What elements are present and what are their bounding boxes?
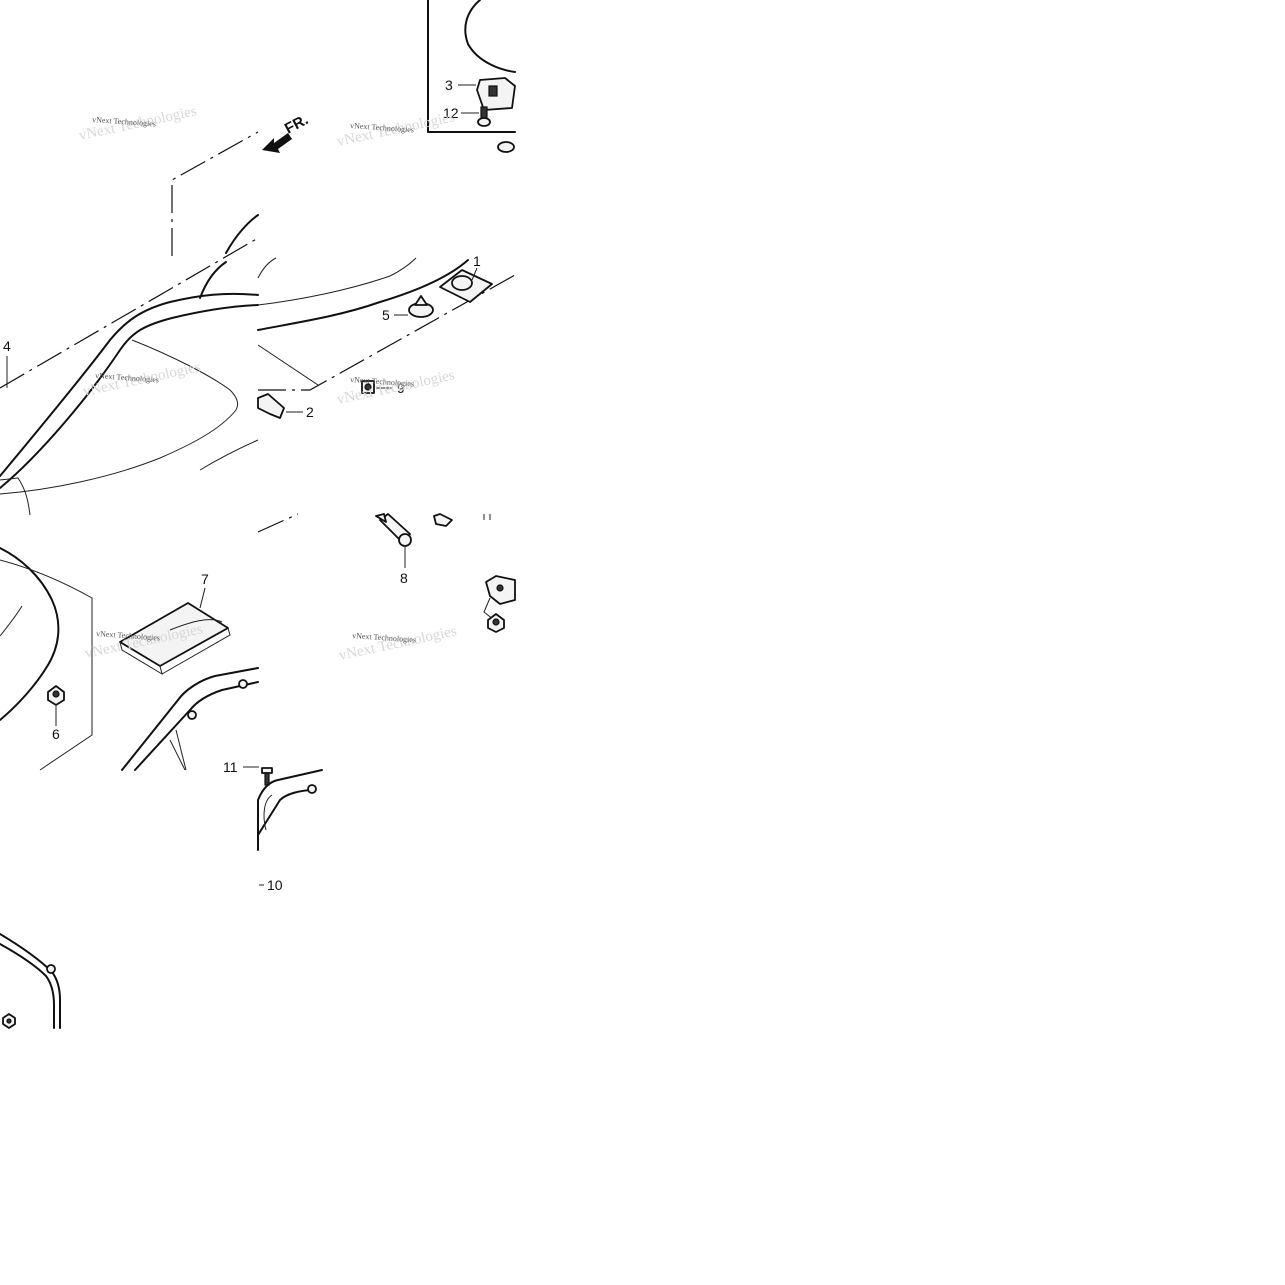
nut-9	[361, 380, 375, 394]
seat-lock	[476, 77, 516, 111]
seat-base-inner	[257, 257, 417, 306]
grab-rail-stay	[169, 729, 187, 771]
seat-rear-curve	[0, 547, 60, 721]
nut	[487, 613, 505, 633]
rail-end-inner	[0, 943, 55, 1029]
phantom-line-left	[0, 237, 259, 389]
callout-8: 8	[400, 570, 408, 586]
callout-1: 1	[473, 253, 481, 269]
pin-8	[375, 513, 412, 547]
leader-line	[471, 267, 478, 281]
watermark: vNext Technologies	[92, 115, 156, 128]
callout-10: 10	[267, 877, 283, 893]
rail-bolt	[46, 964, 56, 974]
grab-rail-top	[121, 667, 259, 771]
seat-edge	[0, 304, 259, 489]
watermark-ghost: vNext Technologies	[338, 623, 459, 664]
pin-tile: 8 vNext Technologies vNext Technologies	[257, 513, 516, 664]
callout-7: 7	[201, 571, 209, 587]
hinge-tile: 3 12 vNext Technologies vNext Technologi…	[336, 0, 516, 153]
nut-6	[47, 685, 65, 706]
hinge-frame	[427, 0, 516, 133]
front-label: FR.	[282, 111, 311, 137]
phantom-line-inner	[257, 344, 319, 386]
leader-line	[199, 587, 206, 609]
seat-base-front	[257, 257, 277, 279]
seat-rear-inner	[0, 605, 23, 637]
hook-2	[257, 393, 285, 419]
phantom-line-base	[258, 274, 516, 391]
watermark: vNext Technologies	[350, 121, 414, 134]
manual-7	[119, 602, 231, 676]
base-tile: 1 5 2 9 vNext Technologies vNext Technol…	[257, 253, 516, 420]
bolt-12	[477, 106, 491, 127]
callout-9: 9	[397, 380, 405, 396]
rail-bracket-web	[263, 794, 273, 831]
rail-bolt	[307, 784, 317, 794]
grab-rail-inner	[134, 681, 259, 771]
phantom-line-pin	[257, 513, 299, 533]
watermark: vNext Technologies	[96, 629, 160, 642]
seat-rear-panel	[0, 439, 259, 516]
collar	[483, 575, 516, 621]
phantom-line-top	[171, 131, 259, 256]
rail-nut	[2, 1013, 16, 1029]
seat-rear-box	[0, 559, 93, 771]
watermark: vNext Technologies	[95, 371, 159, 384]
seat-outline	[0, 214, 259, 477]
grommet	[497, 141, 515, 153]
watermark: vNext Technologies	[352, 631, 416, 644]
front-arrow: FR.	[262, 111, 311, 153]
seat-side	[199, 261, 227, 299]
clip	[433, 513, 453, 527]
rail-bracket-outer	[257, 769, 323, 851]
lower-seat-tile: 6 7 vNext Technologies vNext Technologie…	[0, 547, 259, 771]
callout-2: 2	[306, 404, 314, 420]
watermark-ghost: vNext Technologies	[336, 367, 457, 408]
watermark: vNext Technologies	[350, 375, 414, 388]
damper-1	[439, 269, 493, 303]
seat-seam	[0, 339, 239, 495]
seat-cowl-edge	[464, 0, 516, 73]
callout-5: 5	[382, 307, 390, 323]
cushion-5	[408, 295, 434, 318]
rail-bracket-inner	[257, 789, 316, 836]
rail-mount-tile: 11 10	[223, 759, 323, 893]
callout-11: 11	[223, 759, 238, 775]
front-arrow-icon	[262, 133, 292, 153]
callout-3: 3	[445, 77, 453, 93]
callout-4: 4	[3, 338, 11, 354]
callout-6: 6	[52, 726, 60, 742]
seat-tile: vNext Technologies vNext Technologies vN…	[0, 103, 259, 516]
rail-bolt	[187, 710, 197, 720]
rail-end-tile	[0, 933, 61, 1029]
pin-stub	[483, 514, 491, 520]
rail-bolt	[238, 679, 248, 689]
seat-base-edge	[257, 259, 469, 331]
callout-12: 12	[443, 105, 459, 121]
